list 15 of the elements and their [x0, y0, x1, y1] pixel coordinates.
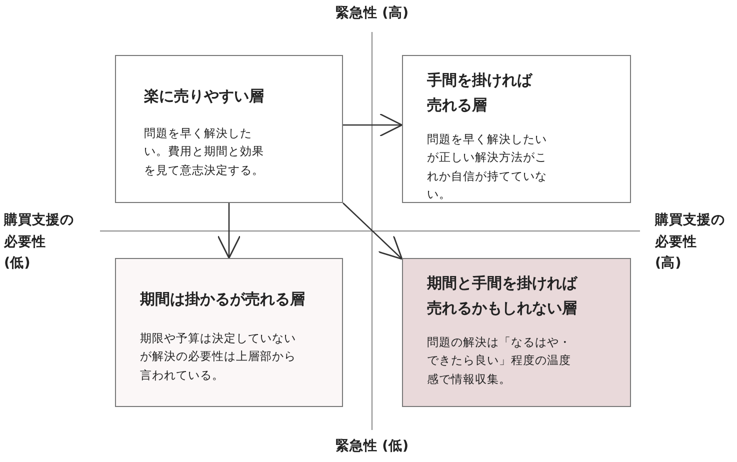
quadrant-box	[402, 55, 631, 203]
arrow	[343, 113, 403, 137]
box-heading: 楽に売りやすい層	[144, 86, 265, 107]
arrow	[217, 203, 241, 259]
box-description: 問題を早く解決したいが正しい解決方法がこれか自信が持てていない。	[427, 131, 548, 204]
box-heading: 期間は掛かるが売れる層	[140, 289, 306, 310]
box-description: 問題を早く解決したい。費用と期間と効果を見て意志決定する。	[144, 125, 265, 179]
quadrant-box	[115, 258, 343, 407]
box-description: 期限や予算は決定していないが解決の必要性は上層部から言われている。	[140, 330, 297, 384]
box-heading: 期間と手間を掛ければ売れるかもしれない層	[427, 273, 579, 319]
quadrant-box	[115, 55, 343, 203]
box-heading: 手間を掛ければ売れる層	[427, 70, 534, 116]
box-description: 問題の解決は「なるはや・できたら良い」程度の温度感で情報収集。	[427, 334, 572, 388]
arrow	[342, 202, 403, 260]
quadrant-box	[402, 258, 631, 407]
